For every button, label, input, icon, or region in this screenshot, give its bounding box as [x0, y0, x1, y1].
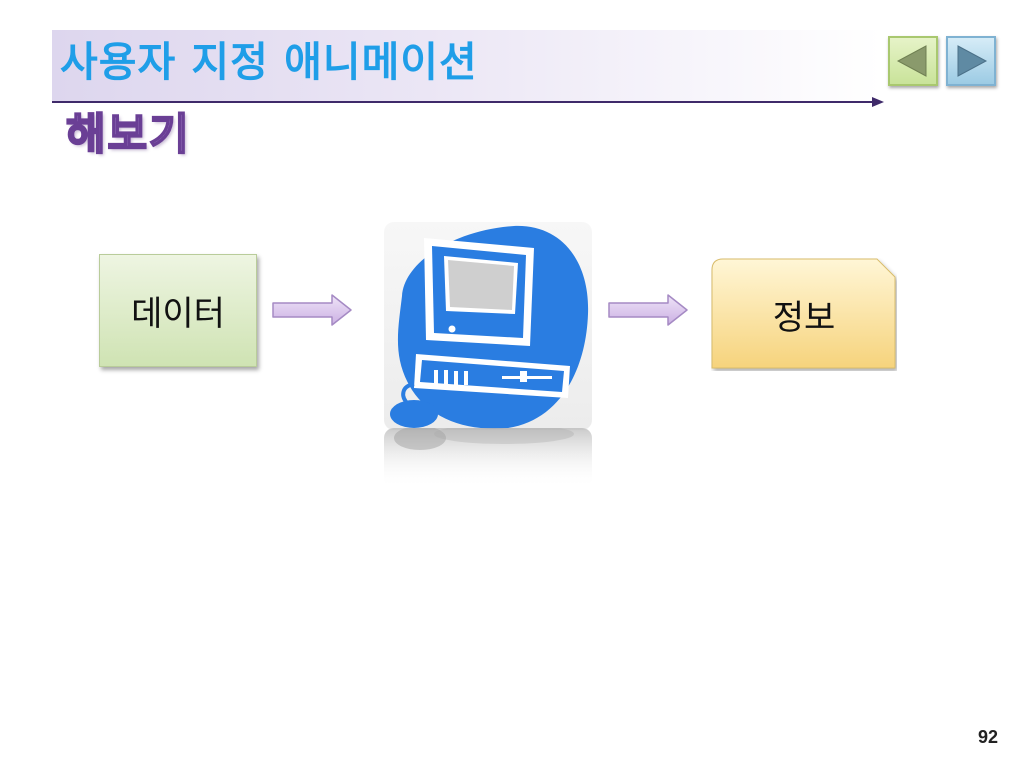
previous-slide-button[interactable] — [888, 36, 938, 86]
input-data-box: 데이터 — [99, 254, 257, 367]
arrow-right-icon — [272, 294, 352, 326]
computer-reflection — [384, 428, 592, 488]
slide-subtitle: 해보기 — [65, 109, 191, 161]
output-info-box: 정보 — [711, 258, 897, 371]
next-slide-button[interactable] — [946, 36, 996, 86]
slide-title: 사용자 지정 애니메이션 — [60, 38, 478, 86]
arrow-right-icon — [608, 294, 688, 326]
input-data-label: 데이터 — [131, 294, 225, 334]
output-info-label: 정보 — [772, 298, 836, 338]
title-band — [52, 30, 882, 102]
snipped-corner-shape — [711, 258, 896, 369]
triangle-left-icon — [896, 45, 927, 77]
page-number: 92 — [977, 727, 998, 747]
title-underline — [52, 101, 876, 103]
computer-icon — [384, 222, 592, 430]
triangle-right-icon — [957, 45, 988, 77]
title-underline-arrowhead — [872, 97, 884, 107]
